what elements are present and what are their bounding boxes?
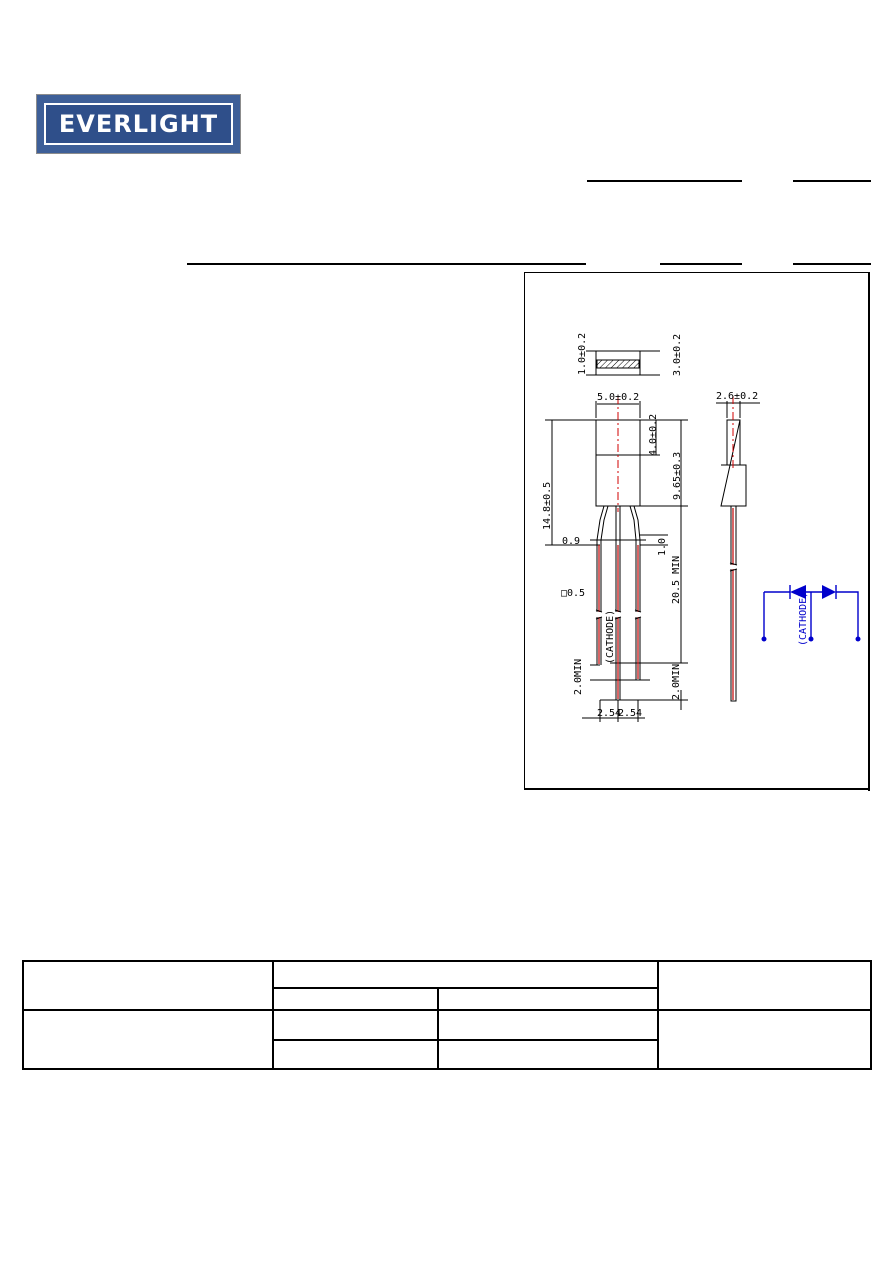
dim-body-width: 5.0±0.2 <box>597 392 639 403</box>
dim-lens-height: 3.0±0.2 <box>672 334 683 376</box>
logo-text: EVERLIGHT <box>58 110 219 138</box>
table-subheader-cell <box>437 987 660 1012</box>
header-rule-3 <box>187 263 586 265</box>
table-header-cell <box>272 959 660 990</box>
dim-side-width: 2.6±0.2 <box>716 391 758 402</box>
dim-standoff: 1.0 <box>657 538 668 556</box>
table-cell <box>437 1038 660 1071</box>
frame-underline <box>603 788 727 790</box>
everlight-logo: EVERLIGHT <box>36 94 241 154</box>
frame-shadow-right <box>868 272 870 791</box>
lens-top-view <box>595 350 641 376</box>
table-header-cell <box>21 959 275 1012</box>
dim-pitch-left: 2.54 <box>597 708 621 719</box>
dim-min-left: 2.0MIN <box>573 659 584 695</box>
dim-lens-thickness: 1.0±0.2 <box>577 333 588 375</box>
table-subheader-cell <box>272 987 440 1012</box>
header-rule-4 <box>660 263 742 265</box>
lens-hatch <box>596 359 640 369</box>
table-header-cell <box>657 959 872 1012</box>
lead-center <box>615 506 621 700</box>
table-cell <box>437 1009 660 1041</box>
pin-center-dot <box>808 636 814 642</box>
dim-upper-height: 4.0±0.2 <box>648 414 659 456</box>
dim-lead-square: □0.5 <box>561 588 585 599</box>
header-rule-5 <box>793 263 871 265</box>
dim-lead-offset: 0.9 <box>562 536 580 547</box>
spec-table <box>21 959 872 1071</box>
pin-left-dot <box>761 636 767 642</box>
header-rule-1 <box>587 180 742 182</box>
diode-left-icon <box>790 585 806 599</box>
dim-overall-height: 14.8±0.5 <box>542 482 553 530</box>
diode-schematic <box>763 585 859 638</box>
logo-frame: EVERLIGHT <box>44 103 233 145</box>
dim-min-right: 2.0MIN <box>671 664 682 700</box>
table-cell <box>272 1038 440 1071</box>
dim-pitch-right: 2.54 <box>618 708 642 719</box>
dim-body-height: 9.65±0.3 <box>672 452 683 500</box>
schematic-cathode-label: (CATHODE) <box>798 592 809 646</box>
side-lead <box>730 505 737 702</box>
pin-right-dot <box>855 636 861 642</box>
table-cell <box>657 1009 872 1070</box>
diode-right-icon <box>822 585 836 599</box>
dim-lead-length: 20.5 MIN <box>671 556 682 604</box>
header-rule-2 <box>793 180 871 182</box>
lead-left <box>596 505 609 665</box>
cathode-label: (CATHODE) <box>605 610 616 664</box>
table-cell <box>21 1009 275 1070</box>
table-cell <box>272 1009 440 1041</box>
